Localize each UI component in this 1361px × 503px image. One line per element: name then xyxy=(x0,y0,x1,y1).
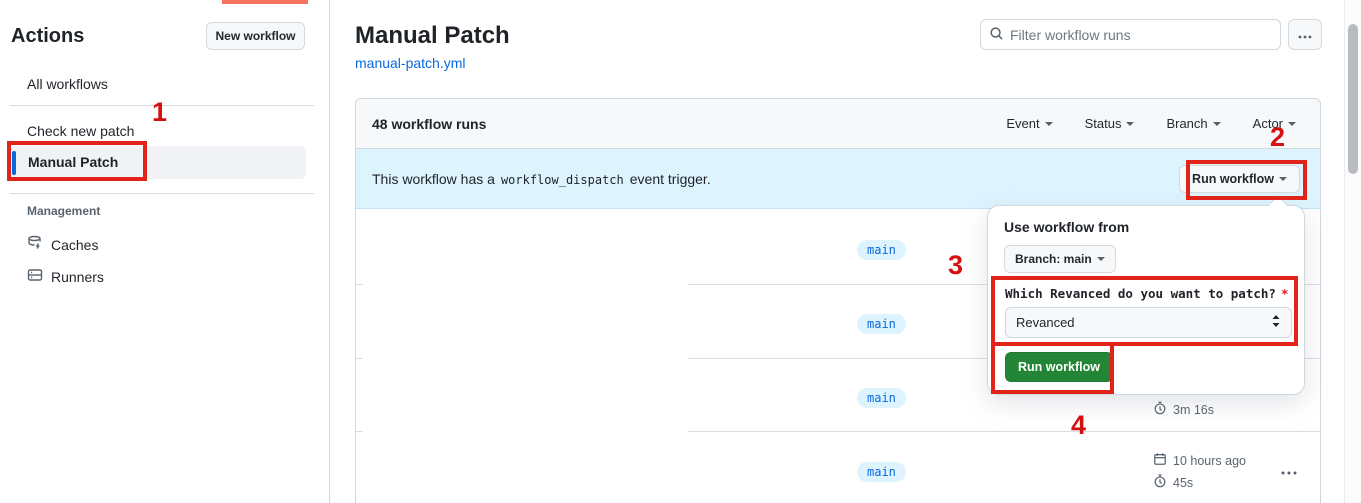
branch-badge[interactable]: main xyxy=(857,314,906,334)
scrollbar-thumb[interactable] xyxy=(1348,24,1358,174)
run-workflow-dropdown-button[interactable]: Run workflow xyxy=(1179,165,1300,193)
actions-sidebar: Actions New workflow All workflows Check… xyxy=(0,0,330,503)
revanced-select[interactable]: Revanced xyxy=(1005,307,1292,338)
workflow-dispatch-code: workflow_dispatch xyxy=(500,172,624,187)
run-workflow-submit-button[interactable]: Run workflow xyxy=(1005,352,1113,382)
chevron-down-icon xyxy=(1096,257,1105,265)
branch-selector-button[interactable]: Branch: main xyxy=(1004,245,1116,273)
filter-status[interactable]: Status xyxy=(1085,116,1135,131)
runner-icon xyxy=(27,267,43,286)
run-options-kebab-button[interactable] xyxy=(1281,462,1297,478)
management-section-label: Management xyxy=(27,204,101,218)
filter-branch[interactable]: Branch xyxy=(1166,116,1221,131)
updown-chevrons-icon xyxy=(1271,314,1281,331)
popup-title: Use workflow from xyxy=(1004,219,1130,235)
runs-count: 48 workflow runs xyxy=(372,115,487,132)
sidebar-divider xyxy=(10,105,314,106)
new-workflow-button[interactable]: New workflow xyxy=(206,22,305,50)
run-duration: 3m 16s xyxy=(1153,401,1214,418)
row-divider xyxy=(356,284,1320,285)
stopwatch-icon xyxy=(1153,474,1167,491)
chevron-down-icon xyxy=(1212,121,1221,130)
sidebar-item-check-new-patch[interactable]: Check new patch xyxy=(27,123,135,139)
search-icon xyxy=(989,26,1004,44)
sidebar-item-caches[interactable]: Caches xyxy=(27,235,98,254)
filter-runs-input[interactable] xyxy=(1010,26,1272,43)
selected-accent-bar xyxy=(12,151,16,175)
workflow-file-link[interactable]: manual-patch.yml xyxy=(355,55,466,71)
page-scrollbar[interactable] xyxy=(1344,0,1361,503)
branch-badge[interactable]: main xyxy=(857,462,906,482)
branch-badge[interactable]: main xyxy=(857,240,906,260)
chevron-down-icon xyxy=(1044,121,1053,130)
chevron-down-icon xyxy=(1288,121,1296,130)
sidebar-item-runners[interactable]: Runners xyxy=(27,267,104,286)
redacted-run-titles-area xyxy=(363,210,688,503)
sidebar-divider xyxy=(10,193,314,194)
filter-runs-searchbox[interactable] xyxy=(980,19,1281,50)
stopwatch-icon xyxy=(1153,401,1167,418)
run-time-ago: 10 hours ago xyxy=(1153,452,1246,469)
sidebar-item-all-workflows[interactable]: All workflows xyxy=(27,76,108,92)
sidebar-title: Actions xyxy=(11,25,85,47)
branch-badge[interactable]: main xyxy=(857,388,906,408)
cache-icon xyxy=(27,235,43,254)
runs-filters: Event Status Branch Actor xyxy=(1006,116,1304,131)
workflow-options-kebab-button[interactable] xyxy=(1288,19,1322,50)
run-duration: 45s xyxy=(1153,474,1193,491)
chevron-down-icon xyxy=(1126,121,1135,130)
chevron-down-icon xyxy=(1279,177,1287,185)
runs-header: 48 workflow runs Event Status Branch Act… xyxy=(356,99,1320,149)
calendar-icon xyxy=(1153,452,1167,469)
page-title: Manual Patch xyxy=(355,22,510,49)
workflow-runs-panel: 48 workflow runs Event Status Branch Act… xyxy=(355,98,1321,503)
workflow-input-label: Which Revanced do you want to patch?* xyxy=(1005,286,1289,301)
row-divider xyxy=(356,431,1320,432)
sidebar-item-manual-patch[interactable] xyxy=(10,146,306,179)
required-asterisk: * xyxy=(1280,286,1289,301)
annotation-box-cropped-top xyxy=(222,0,308,4)
row-divider xyxy=(356,358,1320,359)
sidebar-item-manual-patch-label: Manual Patch xyxy=(28,154,119,170)
filter-actor[interactable]: Actor xyxy=(1253,116,1296,131)
sidebar-item-caches-label: Caches xyxy=(51,236,99,253)
revanced-select-value: Revanced xyxy=(1016,315,1075,330)
kebab-icon xyxy=(1298,28,1312,42)
sidebar-item-runners-label: Runners xyxy=(51,268,104,285)
filter-event[interactable]: Event xyxy=(1006,116,1053,131)
run-workflow-popup: Use workflow from Branch: main Which Rev… xyxy=(987,195,1305,395)
